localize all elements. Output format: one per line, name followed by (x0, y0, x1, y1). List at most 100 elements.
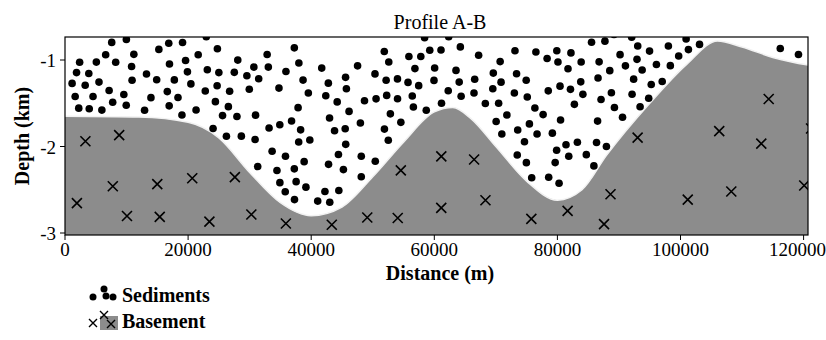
sediment-dot (594, 117, 602, 125)
x-tick-label: 120000 (769, 240, 826, 259)
sediment-dot (326, 114, 334, 122)
sediment-dot (291, 165, 299, 173)
sediment-dot (291, 196, 299, 204)
sediment-dot (511, 89, 519, 97)
sediment-dot (549, 129, 557, 137)
basement-sample (89, 311, 118, 330)
sediment-dot (209, 125, 217, 133)
basement-cross (683, 195, 693, 205)
sediment-dot (184, 68, 192, 76)
sediment-dot (98, 106, 106, 114)
sediment-dot (275, 84, 283, 92)
sediment-dot (187, 80, 195, 88)
basement-cross (469, 154, 479, 164)
sediment-dot (81, 81, 89, 89)
sediment-dot (204, 66, 212, 74)
sediment-dot (405, 53, 413, 61)
sediment-dot (354, 62, 362, 70)
y-tick-label: -1 (40, 51, 56, 70)
sediment-dot (490, 69, 498, 77)
sediment-dot (265, 63, 273, 71)
sediment-dot (452, 67, 460, 75)
basement-cross (152, 179, 162, 189)
sediment-dot (276, 179, 284, 187)
sediment-dot (667, 62, 675, 70)
sediment-dot (645, 94, 653, 102)
sediment-dot (574, 138, 582, 146)
sediment-dot (171, 76, 179, 84)
sediment-dot (511, 47, 519, 55)
sediment-dot (122, 101, 130, 109)
sediment-dot (556, 82, 564, 90)
sediment-dot (444, 87, 452, 95)
sediment-dot (342, 74, 350, 82)
sediment-dot (68, 80, 76, 88)
sediment-dots (68, 37, 802, 206)
sediment-dot (533, 130, 541, 138)
sediment-dot (595, 58, 603, 66)
sediment-dot (371, 70, 379, 78)
basement-cross (436, 151, 446, 161)
sediment-dot (245, 85, 253, 93)
basement-crosses (72, 94, 808, 230)
sediment-dot (314, 197, 322, 205)
sediment-dot (658, 78, 666, 86)
legend-text: Basement (122, 311, 205, 331)
sediment-dot (333, 98, 341, 106)
sediment-dot (397, 119, 405, 127)
sediment-dot (696, 41, 704, 49)
sediment-dot (532, 48, 540, 56)
sediment-dot (165, 40, 173, 48)
sediment-dot (567, 86, 575, 94)
sediment-dot (201, 87, 209, 95)
basement-cross (114, 130, 124, 140)
sediment-dot (294, 104, 302, 112)
sediment-dot (495, 99, 503, 107)
axis-ticks (60, 60, 804, 240)
sediment-dot (653, 61, 661, 69)
sediment-dot (291, 44, 299, 52)
y-axis-title: Depth (km) (12, 87, 32, 185)
sediment-dot (243, 72, 251, 80)
sediment-dot (430, 77, 438, 85)
basement-cross (108, 181, 118, 191)
sediment-dot (380, 48, 388, 56)
x-axis-title: Distance (m) (386, 263, 494, 283)
sediment-dot (636, 103, 644, 111)
sediment-dot (675, 52, 683, 60)
sediment-dot (179, 39, 187, 47)
sediment-dot (213, 82, 221, 90)
sediment-dot (357, 119, 365, 127)
sediment-dot (638, 66, 646, 74)
sediment-dot (331, 127, 339, 135)
sediment-dot (282, 152, 290, 160)
sediment-dot (553, 147, 561, 155)
sediment-dot (394, 75, 402, 83)
basement-cross (756, 139, 766, 149)
sediment-dot (288, 117, 296, 125)
sediment-dot (521, 138, 529, 146)
basement-cross (246, 209, 256, 219)
x-tick-label: 100000 (652, 240, 709, 259)
sediment-dot (297, 126, 305, 134)
y-tick-label: -2 (40, 137, 56, 156)
sediment-dot (103, 293, 110, 300)
sediment-dot (543, 55, 551, 63)
basement-cross (155, 212, 165, 222)
basement-cross (122, 211, 132, 221)
sediment-dot (579, 91, 587, 99)
sediment-dot (325, 161, 333, 169)
sediment-dot (564, 65, 572, 73)
sediment-dot (265, 124, 273, 132)
sediment-dot (382, 76, 390, 84)
sediment-dot (93, 58, 101, 66)
sediment-dot (89, 93, 97, 101)
y-tick (60, 233, 65, 234)
basement-cross (80, 136, 90, 146)
sediment-dot (622, 62, 630, 70)
sediment-dot (102, 51, 110, 59)
sediment-dot (417, 53, 425, 61)
sediment-dot (295, 138, 303, 146)
sediment-dot (335, 151, 343, 159)
sediment-dot (109, 98, 117, 106)
